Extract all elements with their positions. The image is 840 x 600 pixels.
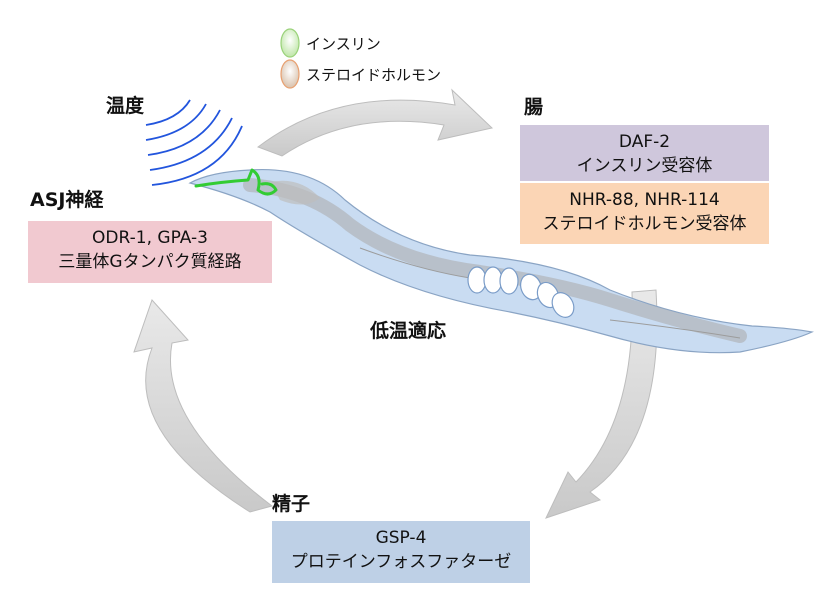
sperm-label: 精子 [272,493,311,515]
gsp-box-line1: GSP-4 [375,528,427,548]
asj-neuron-icon [194,168,278,196]
asj-box-line1: ODR-1, GPA-3 [92,228,208,248]
intestine-label: 腸 [524,96,544,118]
steroid-legend-icon [280,59,300,89]
temperature-waves-icon [145,99,243,186]
arrow-sperm-to-neuron [133,299,274,513]
insulin-legend-icon [280,28,300,58]
steroid-legend-label: ステロイドホルモン [306,66,442,84]
insulin-legend-label: インスリン [306,35,381,53]
asj-neuron-label: ASJ神経 [30,189,104,211]
gsp-box-line2: プロテインフォスファターゼ [290,552,512,572]
cold-adaptation-label: 低温適応 [370,320,447,342]
arrow-neuron-to-intestine [256,88,494,157]
nhr-box-line2: ステロイドホルモン受容体 [542,214,747,234]
nhr-box-line1: NHR-88, NHR-114 [569,190,720,210]
nhr-receptor-box: NHR-88, NHR-114 ステロイドホルモン受容体 [520,183,769,244]
asj-box-line2: 三量体Gタンパク質経路 [58,252,242,272]
daf2-receptor-box: DAF-2 インスリン受容体 [520,125,769,181]
gsp4-phosphatase-box: GSP-4 プロテインフォスファターゼ [272,521,530,583]
daf-box-line1: DAF-2 [618,132,671,152]
asj-pathway-box: ODR-1, GPA-3 三量体Gタンパク質経路 [28,221,272,283]
temperature-label: 温度 [106,95,145,117]
daf-box-line2: インスリン受容体 [576,156,713,176]
egg-cells [467,266,575,318]
